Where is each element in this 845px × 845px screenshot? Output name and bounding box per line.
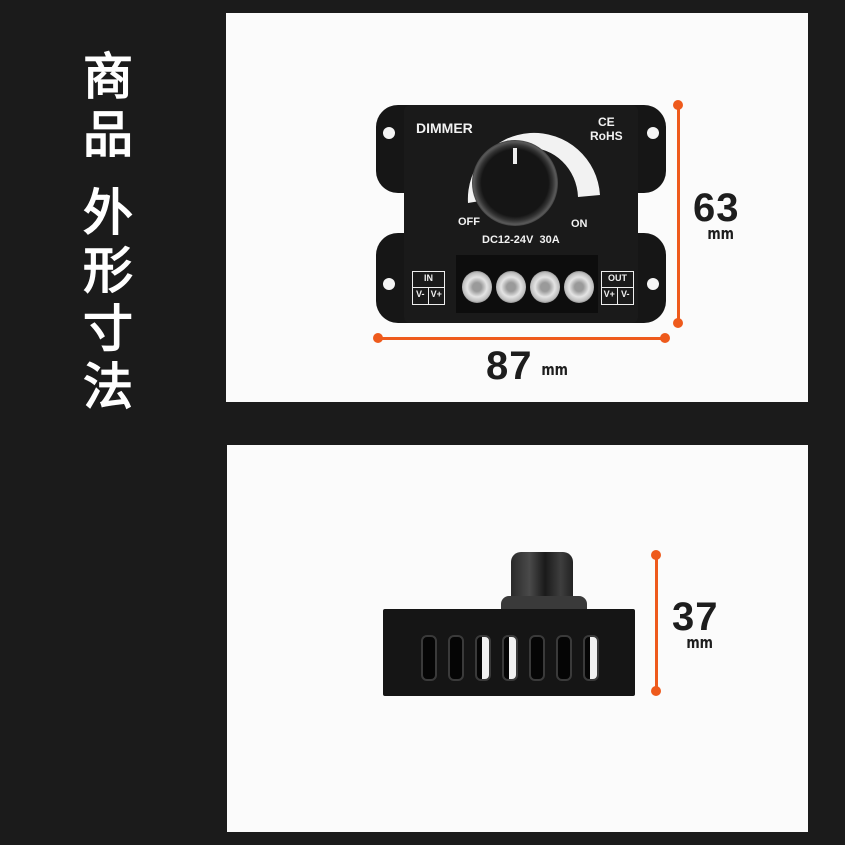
height-dimension-line xyxy=(677,105,680,323)
side-height-unit: mm xyxy=(686,633,714,652)
dimmer-label: DIMMER xyxy=(416,120,473,136)
rating-label: DC12-24V 30A xyxy=(482,234,560,246)
input-positive: V+ xyxy=(430,289,442,299)
dimension-endpoint xyxy=(651,686,661,696)
title-char: 法 xyxy=(83,358,133,416)
output-header: OUT xyxy=(602,272,633,288)
knob-indicator xyxy=(513,148,517,164)
knob-collar xyxy=(501,596,587,610)
mount-hole xyxy=(647,127,659,139)
dimmer-front-image: DIMMER CE RoHS OFF ON DC12-24V 30A IN V-… xyxy=(376,105,666,323)
vent-slot xyxy=(502,635,518,681)
height-unit: mm xyxy=(707,224,735,243)
on-label: ON xyxy=(571,218,588,230)
terminal-block xyxy=(456,255,598,313)
output-positive: V+ xyxy=(602,288,618,304)
vent-slot xyxy=(448,635,464,681)
terminal-screw-icon xyxy=(564,271,594,303)
vent-slot xyxy=(475,635,491,681)
vent-slot xyxy=(529,635,545,681)
vent-slot xyxy=(556,635,572,681)
width-unit: mm xyxy=(541,360,569,379)
terminal-screw-icon xyxy=(462,271,492,303)
title-char: 商 xyxy=(83,48,133,106)
title-char: 寸 xyxy=(83,300,133,358)
title-char: 品 xyxy=(83,106,133,164)
dimmer-knob[interactable] xyxy=(472,140,558,226)
vent-slot xyxy=(421,635,437,681)
terminal-screw-icon xyxy=(496,271,526,303)
input-negative: V- xyxy=(413,288,429,304)
dimmer-side-image xyxy=(383,552,635,698)
dimmer-side-body xyxy=(383,609,635,696)
input-label-box: IN V- V+ xyxy=(412,271,445,305)
dimension-endpoint xyxy=(660,333,670,343)
output-label-box: OUT V+ V- xyxy=(601,271,634,305)
title-char: 形 xyxy=(83,242,133,300)
vent-slot xyxy=(583,635,599,681)
side-height-value: 37 xyxy=(672,595,719,639)
width-value: 87 xyxy=(486,344,533,388)
knob-cap xyxy=(511,552,573,600)
side-height-dimension-line xyxy=(655,555,658,691)
title-char: 外 xyxy=(83,184,133,242)
mount-hole xyxy=(383,278,395,290)
width-dimension-line xyxy=(378,337,664,340)
vertical-title: 商 品 外 形 寸 法 xyxy=(78,48,138,416)
off-label: OFF xyxy=(458,216,480,228)
ce-mark: CE xyxy=(598,115,615,129)
mount-hole xyxy=(383,127,395,139)
terminal-screw-icon xyxy=(530,271,560,303)
input-header: IN xyxy=(413,272,444,288)
dimension-endpoint xyxy=(673,318,683,328)
rohs-mark: RoHS xyxy=(590,129,623,143)
output-negative: V- xyxy=(620,289,630,299)
mount-hole xyxy=(647,278,659,290)
height-value: 63 xyxy=(693,186,740,230)
